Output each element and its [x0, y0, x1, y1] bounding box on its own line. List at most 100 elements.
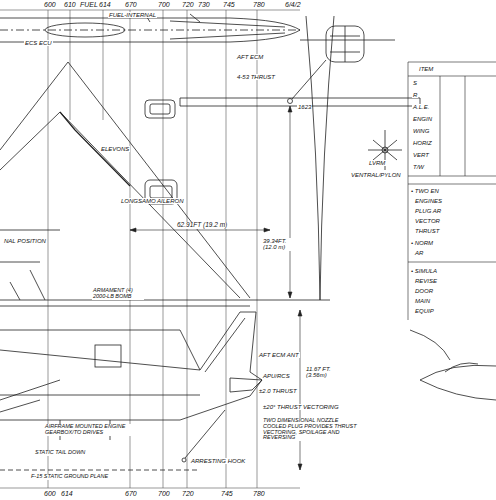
- drawing-label: 670: [124, 1, 138, 8]
- table-column: [440, 76, 465, 176]
- station-grid: [0, 10, 300, 488]
- drawing-label: F-15 STATIC GROUND PLANE: [30, 474, 109, 480]
- drawing-label: 614: [98, 1, 112, 8]
- arrowhead: [298, 310, 302, 470]
- wing-leading-edge: [0, 62, 250, 298]
- drawing-label: PLUG AR: [414, 208, 442, 214]
- drawing-label: ELEVONS: [100, 146, 130, 152]
- drawing-label: 614: [60, 490, 74, 497]
- drawing-label: 780: [252, 490, 266, 497]
- arc-line: [410, 330, 450, 360]
- station-line: [226, 10, 227, 488]
- drawing-label: 600: [43, 1, 57, 8]
- drawing-label: 670: [124, 490, 138, 497]
- wing-planform: [0, 62, 330, 306]
- drawing-label: • NORM: [410, 240, 434, 246]
- arresting-hook: [185, 410, 225, 458]
- drawing-label: AFT ECM ANT: [258, 352, 300, 358]
- drawing-label: S: [412, 80, 418, 86]
- leader-line: [292, 60, 326, 99]
- drawing-label: 62.91FT (19.2 m): [176, 222, 228, 229]
- drawing-label: 745: [222, 1, 236, 8]
- drawing-label: WING: [412, 128, 430, 134]
- station-line: [187, 10, 188, 488]
- drawing-label: THRUST: [414, 228, 440, 234]
- drawing-label: ECS ECU: [24, 40, 53, 46]
- drawing-label: FUEL: [79, 1, 99, 8]
- ventral-pylon-symbol: [368, 130, 402, 170]
- drawing-label: ARMAMENT (4) 2000-LB BOMB: [92, 288, 144, 300]
- drawing-label: R: [412, 92, 418, 98]
- drawing-label: REVISE: [414, 278, 438, 284]
- drawing-label: A.L.E.: [412, 104, 430, 110]
- engine-face-lines: [330, 26, 360, 62]
- scale-line: [0, 488, 300, 489]
- data-table: [408, 62, 496, 320]
- armament-bay: [95, 345, 121, 367]
- engine-duct: [45, 23, 125, 37]
- wingtip-view: [288, 16, 403, 300]
- drawing-label: ITEM: [418, 66, 434, 72]
- wing-section: [306, 16, 334, 300]
- height-dimension: [290, 106, 291, 298]
- ground-plane: [0, 470, 200, 471]
- drawing-label: STATIC TAIL DOWN: [34, 450, 86, 456]
- drawing-label: HORIZ: [412, 140, 433, 146]
- drawing-label: EQUIP: [414, 308, 435, 314]
- drawing-label: 600: [43, 490, 57, 497]
- drawing-label: 4-53 THRUST: [236, 74, 276, 80]
- drawing-label: 780: [252, 1, 266, 8]
- structure-line: [0, 350, 200, 395]
- drawing-label: VENTRAL/PYLON: [350, 172, 402, 178]
- speedbrake: [0, 380, 60, 412]
- station-line: [103, 10, 104, 120]
- station-line: [257, 10, 258, 488]
- drawing-label: ENGINES: [414, 198, 443, 204]
- drawing-label: DOOR: [414, 288, 434, 294]
- drawing-label: ±2.0 THRUST: [258, 388, 298, 394]
- nose-outline: [420, 365, 496, 400]
- drawing-label: • TWO EN: [410, 188, 440, 194]
- pylon-hub: [382, 147, 388, 153]
- drawing-label: 11.67 FT. (3.56m): [305, 366, 335, 379]
- station-line: [48, 10, 49, 488]
- station-line: [163, 10, 164, 488]
- engine-front: [326, 26, 364, 62]
- elevon: [60, 112, 130, 186]
- fin-spar: [205, 318, 245, 372]
- drawing-label: LONGSAMO AILERON: [120, 198, 184, 204]
- inlet-box: [145, 100, 175, 118]
- station-line: [130, 10, 131, 488]
- gear-lines: [10, 270, 45, 300]
- table-rule: [408, 62, 496, 320]
- drawing-label: T/W: [412, 164, 425, 170]
- hook-tip: [182, 458, 186, 462]
- drawing-label: MAIN: [414, 298, 431, 304]
- drawing-label: VECTOR: [414, 218, 441, 224]
- side-view: [0, 312, 262, 470]
- drawing-label: 1623: [297, 104, 312, 110]
- span-dimension: [130, 230, 270, 231]
- drawing-label: AIRFRAME MOUNTED ENGINE GEARBOX/TO DRIVE…: [44, 424, 138, 436]
- drawing-label: ARRESTING HOOK: [190, 458, 246, 464]
- drawing-label: LVRM: [368, 160, 386, 166]
- drawing-label: ±20° THRUST VECTORING: [262, 404, 340, 410]
- drawing-label: TWO DIMENSIONAL NOZZLE COOLED PLUG PROVI…: [262, 418, 362, 441]
- wing-trailing-edge: [0, 112, 240, 298]
- fold-position: [0, 230, 60, 262]
- drawing-label: 745: [220, 490, 234, 497]
- drawing-label: • SIMULA: [410, 268, 438, 274]
- drawing-label: 720: [181, 490, 195, 497]
- drawing-label: 700: [157, 490, 171, 497]
- plan-view-upper: [0, 14, 420, 204]
- drawing-label: VERT: [412, 152, 430, 158]
- nose-sketch: [410, 330, 496, 400]
- drawing-label: 700: [157, 1, 171, 8]
- drawing-label: AR: [414, 250, 424, 256]
- drawing-label: 6/4/2: [284, 1, 302, 8]
- scale-line: [0, 10, 300, 11]
- drawing-label: NAL POSITION: [3, 238, 47, 244]
- dimensions: [130, 106, 302, 470]
